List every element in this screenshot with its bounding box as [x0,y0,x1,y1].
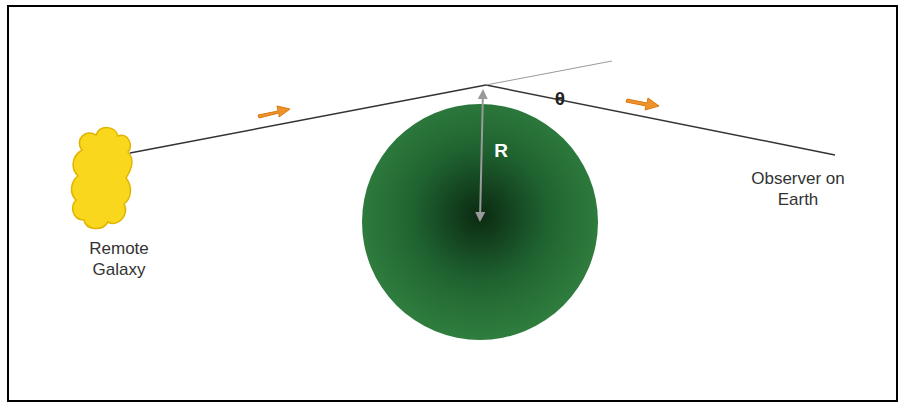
apparent-ray [486,61,612,85]
lens-mass-sphere [362,104,598,340]
frame-border [8,6,897,401]
radius-symbol: R [490,140,512,161]
radius-arrow [480,91,483,220]
direction-arrow [258,106,290,118]
angle-symbol: θ [548,88,572,109]
galaxy-label: Remote Galaxy [74,238,164,280]
galaxy-blob [72,128,132,229]
direction-arrow [626,98,659,110]
light-ray [486,85,835,155]
light-ray [130,85,486,153]
observer-label: Observer on Earth [738,168,858,210]
